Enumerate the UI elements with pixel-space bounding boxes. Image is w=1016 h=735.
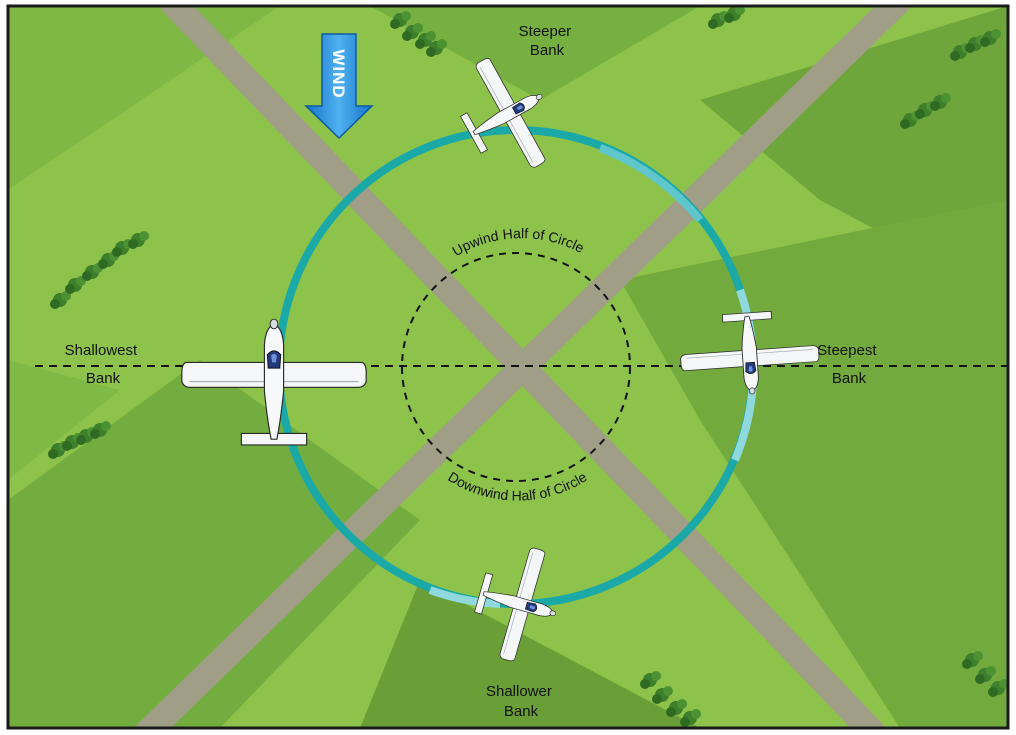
road-b: [133, 6, 910, 728]
diagram-border: [6, 4, 1010, 730]
shallowest-bank-label: Shallowest Bank: [65, 342, 142, 387]
wind-label: WIND: [329, 49, 348, 98]
steepest-bank-label: Steepest Bank: [817, 342, 880, 387]
shallower-bank-label: Shallower Bank: [486, 683, 556, 720]
steeper-bank-label: Steeper Bank: [519, 23, 576, 59]
inner-reference-circle: [401, 252, 631, 482]
wind-arrow-icon: WIND: [304, 33, 374, 140]
